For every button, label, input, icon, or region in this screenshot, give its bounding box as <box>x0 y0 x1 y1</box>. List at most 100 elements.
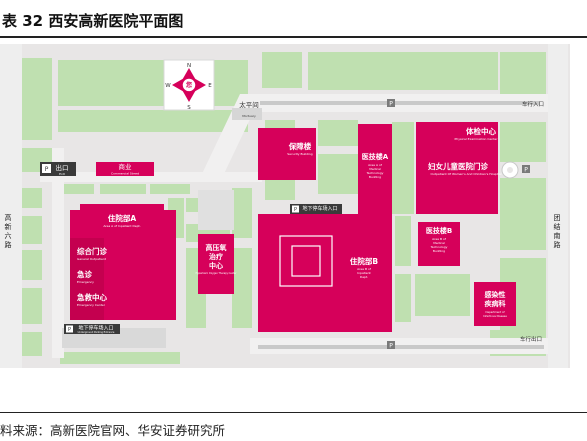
right-street <box>548 44 568 368</box>
svg-text:Building: Building <box>433 249 445 253</box>
svg-text:高压氧: 高压氧 <box>206 243 227 252</box>
svg-text:P: P <box>68 327 71 333</box>
road-mid <box>40 172 262 182</box>
security-en: Security Building <box>287 152 313 156</box>
left-street <box>0 44 22 368</box>
svg-text:Area B of: Area B of <box>357 267 372 271</box>
svg-text:中心: 中心 <box>209 261 223 270</box>
women-children-en: Outpatient Of Women's And Children's Hos… <box>431 172 502 176</box>
emergency-en: Emergency <box>77 280 94 284</box>
emergency-label: 急诊 <box>77 269 92 279</box>
svg-text:Technology: Technology <box>430 245 448 249</box>
security-label: 保障楼 <box>288 141 312 151</box>
general-outpatient-en: General Outpatient <box>77 257 107 261</box>
svg-text:感染性: 感染性 <box>485 290 506 299</box>
mortuary-block <box>232 108 262 120</box>
commercial-label-en: Commercial Street <box>111 172 140 176</box>
commercial-label: 商业 <box>119 162 133 171</box>
inpatient-b-label: 住院部B <box>350 256 378 266</box>
parking-icon-east: P <box>522 165 530 174</box>
medical-tech-b-building: 医技楼B Area B of Medical Technology Buildi… <box>418 222 460 266</box>
women-children-building: 体检中心 Physical Examination Center 妇女儿童医院门… <box>416 122 502 214</box>
roundabout <box>501 161 519 179</box>
parking-icon-north: P <box>387 99 395 108</box>
compass: N S W E 您 YOU <box>163 59 215 111</box>
underground-parking-a: P 地下停车场入口 Underground Parking Entrance <box>64 324 120 334</box>
svg-text:疾病科: 疾病科 <box>485 299 506 308</box>
oxygen-en: Hyperbaric Oxygen Therapy Center <box>196 272 237 275</box>
road-left-ring <box>52 148 64 358</box>
svg-text:P: P <box>389 343 393 350</box>
security-building: 保障楼 Security Building <box>258 128 316 180</box>
svg-text:Dept.: Dept. <box>360 275 368 279</box>
source-rule <box>0 412 587 413</box>
svg-text:Infectious Disease: Infectious Disease <box>483 314 507 318</box>
svg-text:团: 团 <box>554 214 561 222</box>
svg-text:高: 高 <box>5 213 12 222</box>
svg-text:Medical: Medical <box>433 241 445 245</box>
paving-north <box>260 101 540 105</box>
inpatient-b-building: 住院部B Area B of Inpatient Dept. <box>258 214 392 332</box>
general-outpatient-label: 综合门诊 <box>77 246 107 256</box>
svg-text:Inpatient: Inpatient <box>357 271 371 275</box>
compass-you-label: 您 <box>186 81 192 89</box>
svg-text:P: P <box>524 167 528 174</box>
underground-parking-a-label: 地下停车场入口 <box>78 325 113 332</box>
oxygen-therapy-building: 高压氧 治疗 中心 Hyperbaric Oxygen Therapy Cent… <box>196 234 237 294</box>
infectious-disease-building: 感染性 疾病科 Department of Infectious Disease <box>474 282 516 326</box>
paving-oxygen <box>198 190 234 230</box>
svg-text:路: 路 <box>554 240 561 249</box>
svg-text:路: 路 <box>5 240 12 249</box>
svg-text:Technology: Technology <box>366 171 384 175</box>
compass-north: N <box>187 63 191 69</box>
underground-parking-center: P 地下停车场入口 <box>290 204 342 214</box>
exit-label-en: Exit <box>59 172 66 176</box>
vehicle-entrance-label: 车行入口 <box>522 100 544 108</box>
svg-text:P: P <box>45 166 49 173</box>
inpatient-a-label: 住院部A <box>108 213 136 223</box>
physical-exam-en: Physical Examination Center <box>455 137 499 141</box>
emergency-center-en: Emergency Center <box>77 303 106 307</box>
underground-parking-a-en: Underground Parking Entrance <box>78 331 115 334</box>
source-note: 料来源：高新医院官网、华安证券研究所 <box>0 423 226 438</box>
inpatient-a-en: Area A of Inpatient Dept. <box>103 224 140 228</box>
svg-text:六: 六 <box>5 231 12 240</box>
svg-text:结: 结 <box>554 222 561 231</box>
women-children-label: 妇女儿童医院门诊 <box>427 161 488 171</box>
exit-label: 出口 <box>56 163 69 172</box>
site-plan: N S W E 您 YOU 太平间 Mortuary 车行入口 车行出口 P P… <box>0 38 587 412</box>
svg-text:P: P <box>294 207 297 213</box>
commercial-street <box>96 162 154 176</box>
parking-icon-south: P <box>387 341 395 350</box>
svg-text:治疗: 治疗 <box>209 252 223 261</box>
svg-text:Department of: Department of <box>485 310 504 314</box>
physical-exam-label: 体检中心 <box>466 126 496 136</box>
compass-south: S <box>187 105 191 111</box>
underground-parking-center-label: 地下停车场入口 <box>302 205 337 212</box>
svg-text:P: P <box>389 101 393 108</box>
paving-south <box>258 345 544 349</box>
compass-you-sub: YOU <box>186 90 192 94</box>
figure-title-bar: 表 32 西安高新医院平面图 <box>0 0 587 38</box>
emergency-center-label: 急救中心 <box>77 292 107 302</box>
tech-b-label: 医技楼B <box>426 226 452 235</box>
svg-text:Building: Building <box>369 175 381 179</box>
compass-west: W <box>165 83 171 89</box>
tech-a-label: 医技楼A <box>362 152 389 161</box>
inpatient-a-building: 住院部A Area A of Inpatient Dept. 综合门诊 Gene… <box>70 204 176 320</box>
svg-text:新: 新 <box>5 222 12 231</box>
vehicle-exit-label: 车行出口 <box>520 335 542 343</box>
compass-east: E <box>208 83 212 89</box>
svg-text:Medical: Medical <box>369 167 381 171</box>
medical-tech-a-building: 医技楼A Area A of Medical Technology Buildi… <box>358 124 392 216</box>
svg-text:Area A of: Area A of <box>368 163 383 167</box>
svg-text:南: 南 <box>554 231 561 240</box>
mortuary-label: 太平间 <box>239 100 259 109</box>
svg-text:Area B of: Area B of <box>432 237 447 241</box>
greenery <box>22 52 546 364</box>
exit-sign: P 出口 Exit <box>40 162 76 176</box>
road-label-gaoxin6: 高 新 六 路 <box>5 213 12 249</box>
mortuary-en: Mortuary <box>242 114 256 118</box>
road-label-tuanjie-south: 团 结 南 路 <box>554 214 561 249</box>
title-rule <box>0 36 587 38</box>
